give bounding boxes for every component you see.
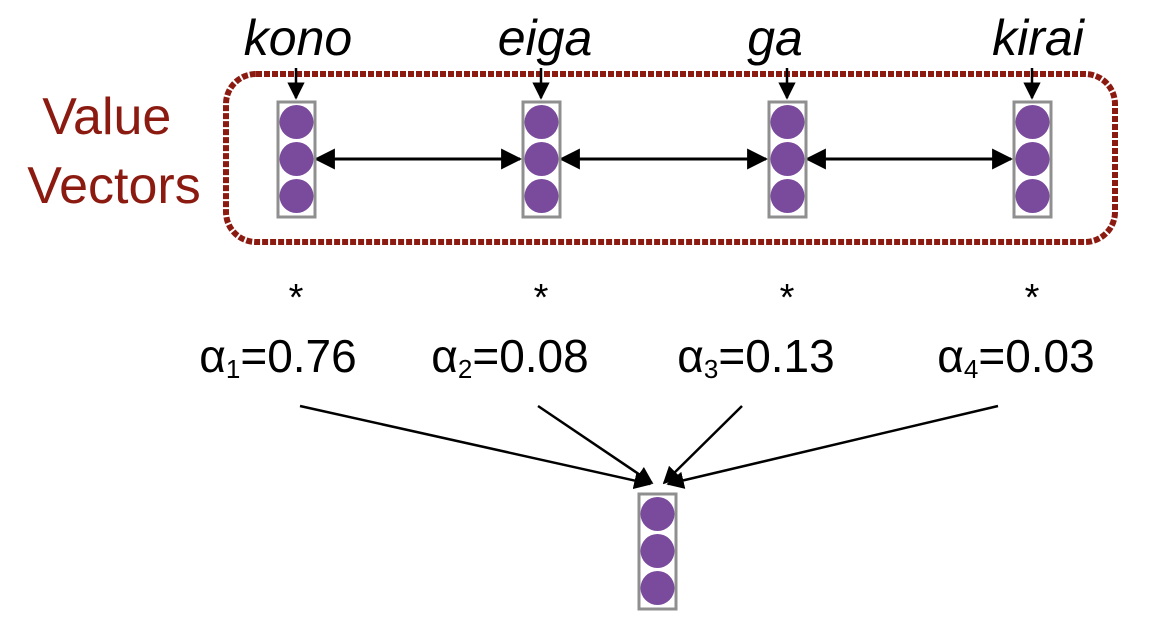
attention-weight: α2=0.08	[431, 330, 588, 384]
multiply-symbol: *	[1025, 277, 1040, 319]
weight-symbol: α	[937, 330, 964, 382]
attention-weight: α4=0.03	[937, 330, 1094, 384]
vector-element	[279, 105, 314, 139]
weight-index: 4	[964, 354, 978, 384]
vector-element	[770, 179, 805, 213]
value-vectors-label: Value Vectors	[27, 88, 200, 215]
weight-index: 2	[458, 354, 472, 384]
weight-index: 3	[704, 354, 718, 384]
vector-box	[767, 100, 808, 219]
group-label-line-1: Value	[42, 88, 171, 146]
vector-box	[276, 100, 317, 219]
attention-weight: α1=0.76	[199, 330, 356, 384]
vector-element	[279, 142, 314, 176]
attention-weight: α3=0.13	[677, 330, 834, 384]
vector-element	[1015, 179, 1050, 213]
sum-arrow	[537, 404, 654, 485]
vector-element	[1015, 142, 1050, 176]
vector-element	[770, 105, 805, 139]
group-label-line-2: Vectors	[27, 157, 200, 215]
sum-arrow	[662, 405, 743, 485]
vector-box	[637, 492, 678, 611]
token-word: kono	[244, 10, 352, 66]
vector-element	[1015, 105, 1050, 139]
vector-box	[1012, 100, 1053, 219]
token-word: eiga	[498, 10, 593, 66]
weight-symbol: α	[431, 330, 458, 382]
weight-value: =0.13	[718, 330, 834, 382]
multiply-symbol: *	[289, 277, 304, 319]
output-vector	[637, 492, 678, 611]
value-vectors-frame	[223, 71, 1118, 245]
weight-value: =0.08	[472, 330, 588, 382]
weight-index: 1	[226, 354, 240, 384]
vector-element	[640, 534, 675, 568]
token-word: kirai	[992, 10, 1086, 66]
weight-value: =0.03	[978, 330, 1094, 382]
weight-value: =0.76	[240, 330, 356, 382]
vector-element	[770, 142, 805, 176]
vector-element	[524, 105, 559, 139]
vector-element	[640, 571, 675, 605]
weight-symbol: α	[199, 330, 226, 382]
multiply-symbol: *	[780, 277, 795, 319]
value-vector	[276, 100, 317, 219]
sum-arrow	[299, 404, 652, 490]
value-vector	[521, 100, 562, 219]
vector-element	[524, 179, 559, 213]
sum-arrow	[666, 404, 999, 489]
vector-element	[279, 179, 314, 213]
vector-box	[521, 100, 562, 219]
value-vector	[767, 100, 808, 219]
multiply-symbol: *	[534, 277, 549, 319]
token-word: ga	[747, 10, 803, 66]
vector-element	[524, 142, 559, 176]
value-vector	[1012, 100, 1053, 219]
vector-element	[640, 497, 675, 531]
weight-symbol: α	[677, 330, 704, 382]
